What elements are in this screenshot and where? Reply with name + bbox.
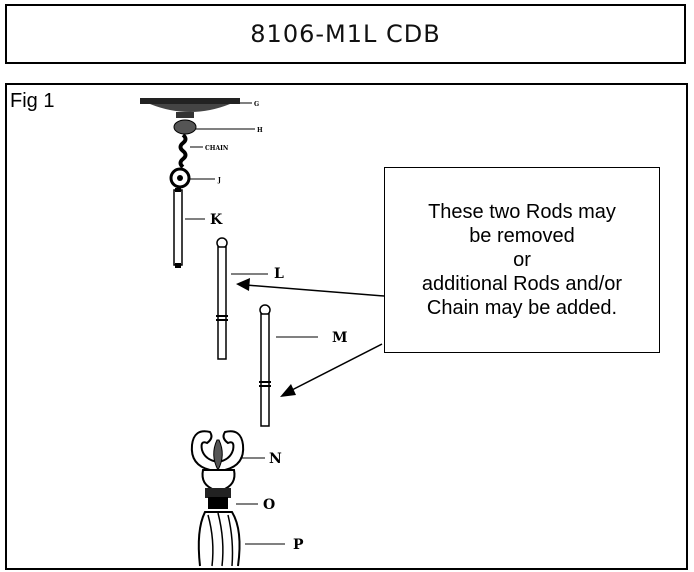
loop-part: H xyxy=(173,112,263,135)
label-k: K xyxy=(210,212,223,228)
figure-panel xyxy=(5,83,688,570)
note-line: or xyxy=(513,249,531,271)
rod-k: K xyxy=(173,188,223,268)
note-line: These two Rods may xyxy=(428,201,616,223)
note-line: be removed xyxy=(469,225,575,247)
label-j: J xyxy=(217,177,221,184)
label-g: G xyxy=(254,101,259,108)
canopy-part: G xyxy=(140,98,259,112)
note-box: These two Rods may be removed or additio… xyxy=(384,167,660,353)
chain-part: CHAIN xyxy=(178,133,229,169)
figure-label: Fig 1 xyxy=(10,90,55,112)
hook-part: J xyxy=(169,167,221,189)
label-p: P xyxy=(293,537,304,553)
label-o: O xyxy=(263,497,275,513)
cap-o: O xyxy=(205,488,275,513)
rod-l: L xyxy=(216,237,284,360)
arrow-to-rod-m xyxy=(280,343,383,397)
label-l: L xyxy=(274,266,284,282)
tassel-p: P xyxy=(197,511,304,567)
document-title: 8106-M1L CDB xyxy=(5,4,686,64)
note-line: additional Rods and/or xyxy=(421,273,623,295)
finial-n: N xyxy=(190,430,282,491)
label-n: N xyxy=(269,451,282,467)
rod-m: M xyxy=(259,304,348,427)
note-line: Chain may be added. xyxy=(426,297,618,319)
label-chain: CHAIN xyxy=(205,145,229,152)
label-m: M xyxy=(332,330,348,346)
arrow-to-rod-l xyxy=(236,278,385,297)
label-h: H xyxy=(257,127,263,134)
